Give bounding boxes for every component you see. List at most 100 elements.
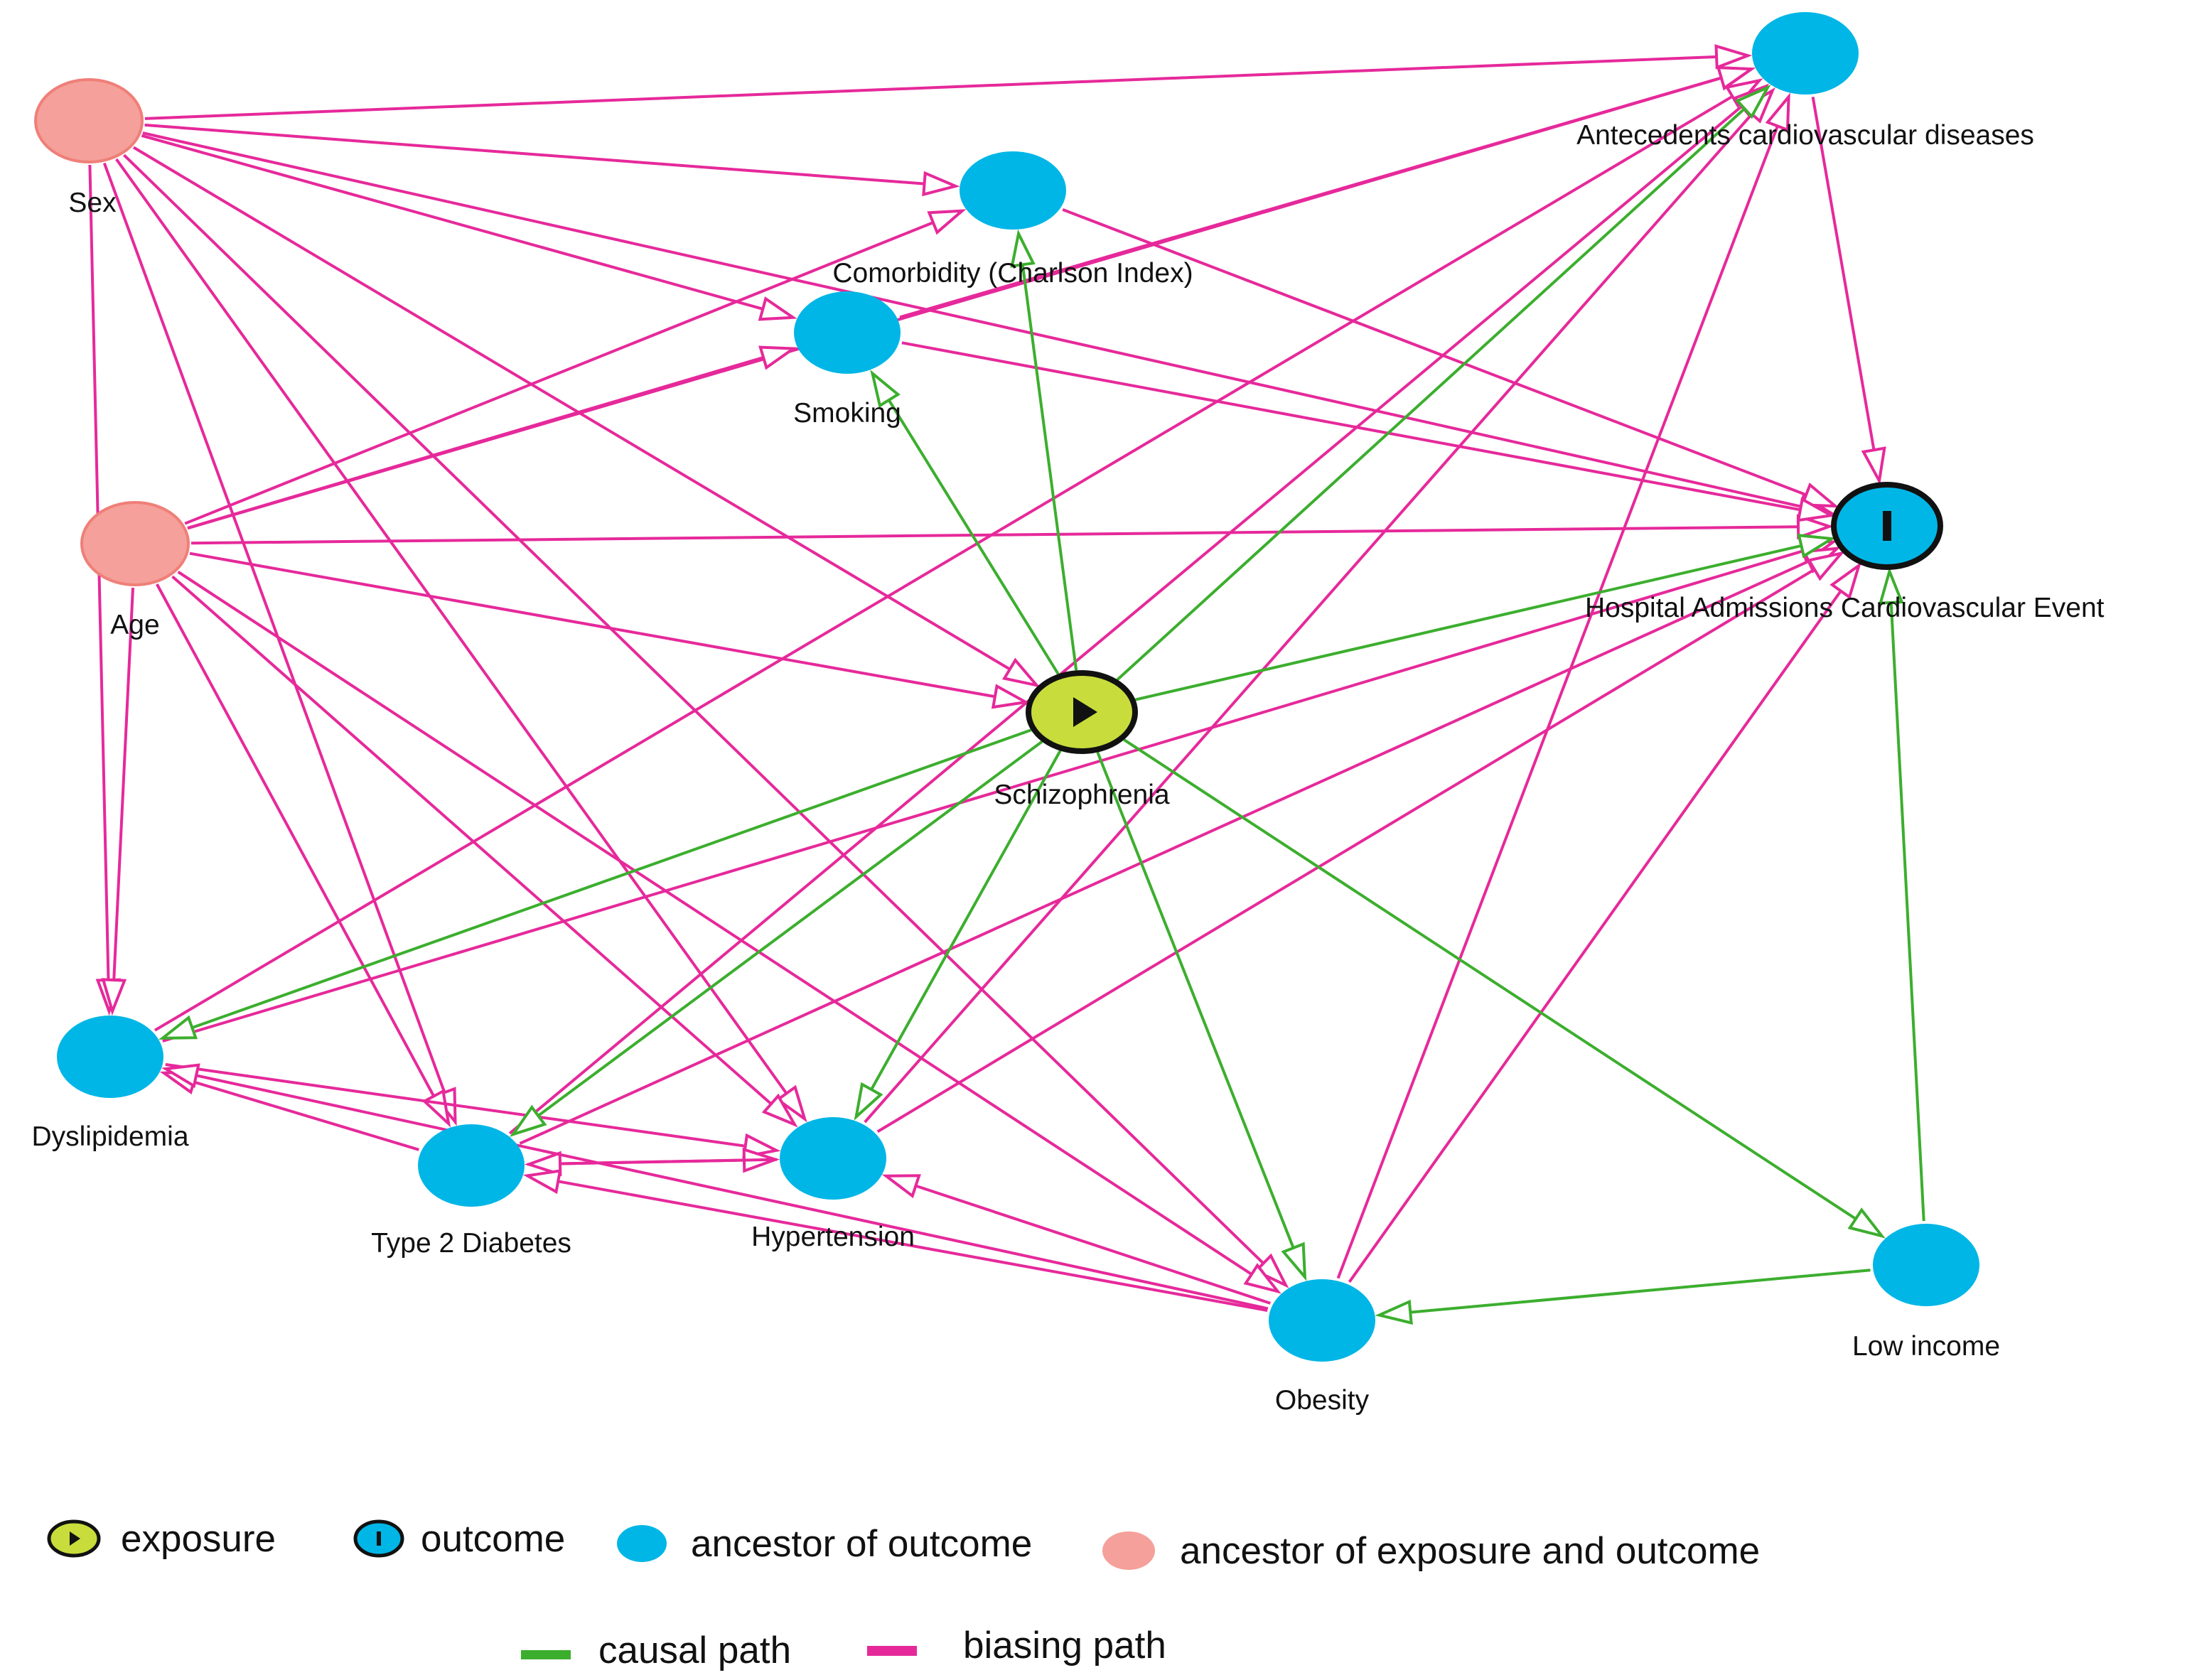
node-label-dyslipidemia: Dyslipidemia (31, 1121, 188, 1152)
arrowhead-icon (158, 1015, 198, 1040)
arrowhead-icon (1861, 446, 1886, 485)
node-shape (418, 1124, 525, 1207)
arrowhead-icon (1010, 229, 1036, 268)
legend-item-ancestor-both: ancestor of exposure and outcome (1102, 1530, 1760, 1572)
edge-age-to-dyslipidemia (101, 587, 134, 1016)
arrowhead-icon (870, 370, 901, 408)
edge-lowincome-to-hospital (1879, 566, 1925, 1222)
edge-sex-to-comorbidity (144, 123, 960, 197)
ancestor-both-swatch (1102, 1531, 1155, 1570)
edge-line (899, 76, 1722, 319)
play-icon (1073, 697, 1097, 727)
edge-line (123, 154, 1264, 1265)
edge-lowincome-to-obesity (1375, 1269, 1871, 1325)
arrowhead-icon (854, 1082, 883, 1121)
edge-age-to-t2d (156, 583, 451, 1128)
edge-line (187, 356, 764, 530)
arrowhead-icon (1765, 92, 1790, 132)
outcome-bar-icon (1883, 511, 1891, 541)
node-label-age: Age (110, 610, 159, 640)
edge-hypertension-to-hospital (876, 551, 1845, 1134)
node-label-comorbidity: Comorbidity (Charlson Index) (832, 258, 1193, 289)
edge-line (1062, 208, 1807, 497)
arrowhead-icon (1797, 534, 1837, 559)
edge-sex-to-obesity (123, 154, 1289, 1288)
legend-item-biasing-path: biasing path (867, 1625, 1166, 1666)
legend-label-causal-path: causal path (598, 1630, 791, 1671)
edge-age-to-schizophrenia (189, 551, 1031, 709)
edge-sex-to-dyslipidemia (88, 164, 122, 1016)
node-obesity (1269, 1279, 1375, 1362)
edge-line (1348, 590, 1842, 1283)
edge-smoking-to-antecedents (899, 65, 1756, 319)
node-dyslipidemia (57, 1016, 163, 1098)
node-label-hospital: Hospital Admissions Cardiovascular Event (1585, 593, 2105, 623)
edge-age-to-comorbidity (184, 209, 967, 525)
edge-antecedents-to-hospital (1811, 97, 1886, 485)
arrowhead-icon (1714, 44, 1753, 70)
edge-age-to-obesity (177, 571, 1281, 1294)
edge-line (142, 131, 1802, 508)
edge-schizophrenia-to-obesity (1096, 751, 1307, 1281)
edge-sex-to-hypertension (115, 158, 807, 1123)
legend-item-ancestor-outcome: ancestor of outcome (617, 1523, 1032, 1565)
legend-item-outcome: outcome (353, 1518, 565, 1560)
node-lowincome (1873, 1224, 1979, 1306)
edge-smoking-to-hospital (901, 341, 1836, 522)
edge-line (1123, 738, 1856, 1220)
arrowhead-icon (1847, 1207, 1886, 1239)
nodes-layer (34, 12, 1979, 1362)
edge-schizophrenia-to-antecedents (1116, 85, 1771, 681)
edge-line (132, 146, 1011, 671)
edge-line (162, 549, 1804, 1043)
node-label-schizophrenia: Schizophrenia (994, 780, 1169, 810)
edge-age-to-hypertension (171, 575, 798, 1128)
ancestor-outcome-swatch (617, 1525, 667, 1562)
edge-line (1410, 1269, 1871, 1314)
node-comorbidity (960, 151, 1066, 230)
legend-item-causal-path: causal path (521, 1630, 791, 1671)
arrowhead-icon (1800, 482, 1839, 508)
edge-line (144, 55, 1717, 120)
edge-schizophrenia-to-t2d (509, 740, 1043, 1137)
edge-line (144, 123, 925, 185)
edge-line (870, 750, 1062, 1091)
legend-label-biasing-path: biasing path (963, 1625, 1166, 1666)
arrowhead-icon (522, 1169, 562, 1195)
edge-schizophrenia-to-lowincome (1123, 738, 1886, 1239)
arrowhead-icon (1281, 1242, 1307, 1281)
edge-line (537, 740, 1043, 1117)
node-label-smoking: Smoking (793, 398, 901, 429)
edge-line (1021, 264, 1078, 671)
edge-line (165, 1062, 746, 1148)
edge-line (519, 559, 1810, 1145)
edge-sex-to-antecedents (144, 44, 1753, 120)
arrowhead-icon (1807, 551, 1845, 581)
arrowhead-icon (509, 1104, 547, 1137)
edge-obesity-to-t2d (522, 1169, 1268, 1312)
node-shape (960, 151, 1066, 230)
node-hospital (1831, 482, 1943, 570)
edge-line (177, 571, 1252, 1276)
arrowhead-icon (1243, 1263, 1281, 1294)
node-shape (34, 78, 144, 163)
edge-line (156, 583, 436, 1097)
edges-layer (88, 44, 1925, 1325)
node-shape (57, 1016, 163, 1098)
edge-obesity-to-hypertension (881, 1174, 1271, 1305)
edge-dyslipidemia-to-antecedents (154, 78, 1763, 1032)
edge-schizophrenia-to-dyslipidemia (158, 728, 1032, 1040)
edge-line (915, 1184, 1271, 1305)
node-label-t2d: Type 2 Diabetes (371, 1228, 571, 1259)
arrowhead-icon (775, 1084, 807, 1123)
node-shape (80, 501, 190, 586)
edge-line (557, 1180, 1268, 1312)
arrowhead-icon (101, 978, 127, 1016)
edge-line (154, 95, 1734, 1032)
node-label-antecedents: Antecedents cardiovascular diseases (1576, 120, 2034, 151)
edge-obesity-to-hospital (1348, 561, 1861, 1283)
edge-line (184, 221, 934, 525)
legend-item-exposure: exposure (47, 1518, 276, 1560)
edge-line (190, 525, 1799, 545)
